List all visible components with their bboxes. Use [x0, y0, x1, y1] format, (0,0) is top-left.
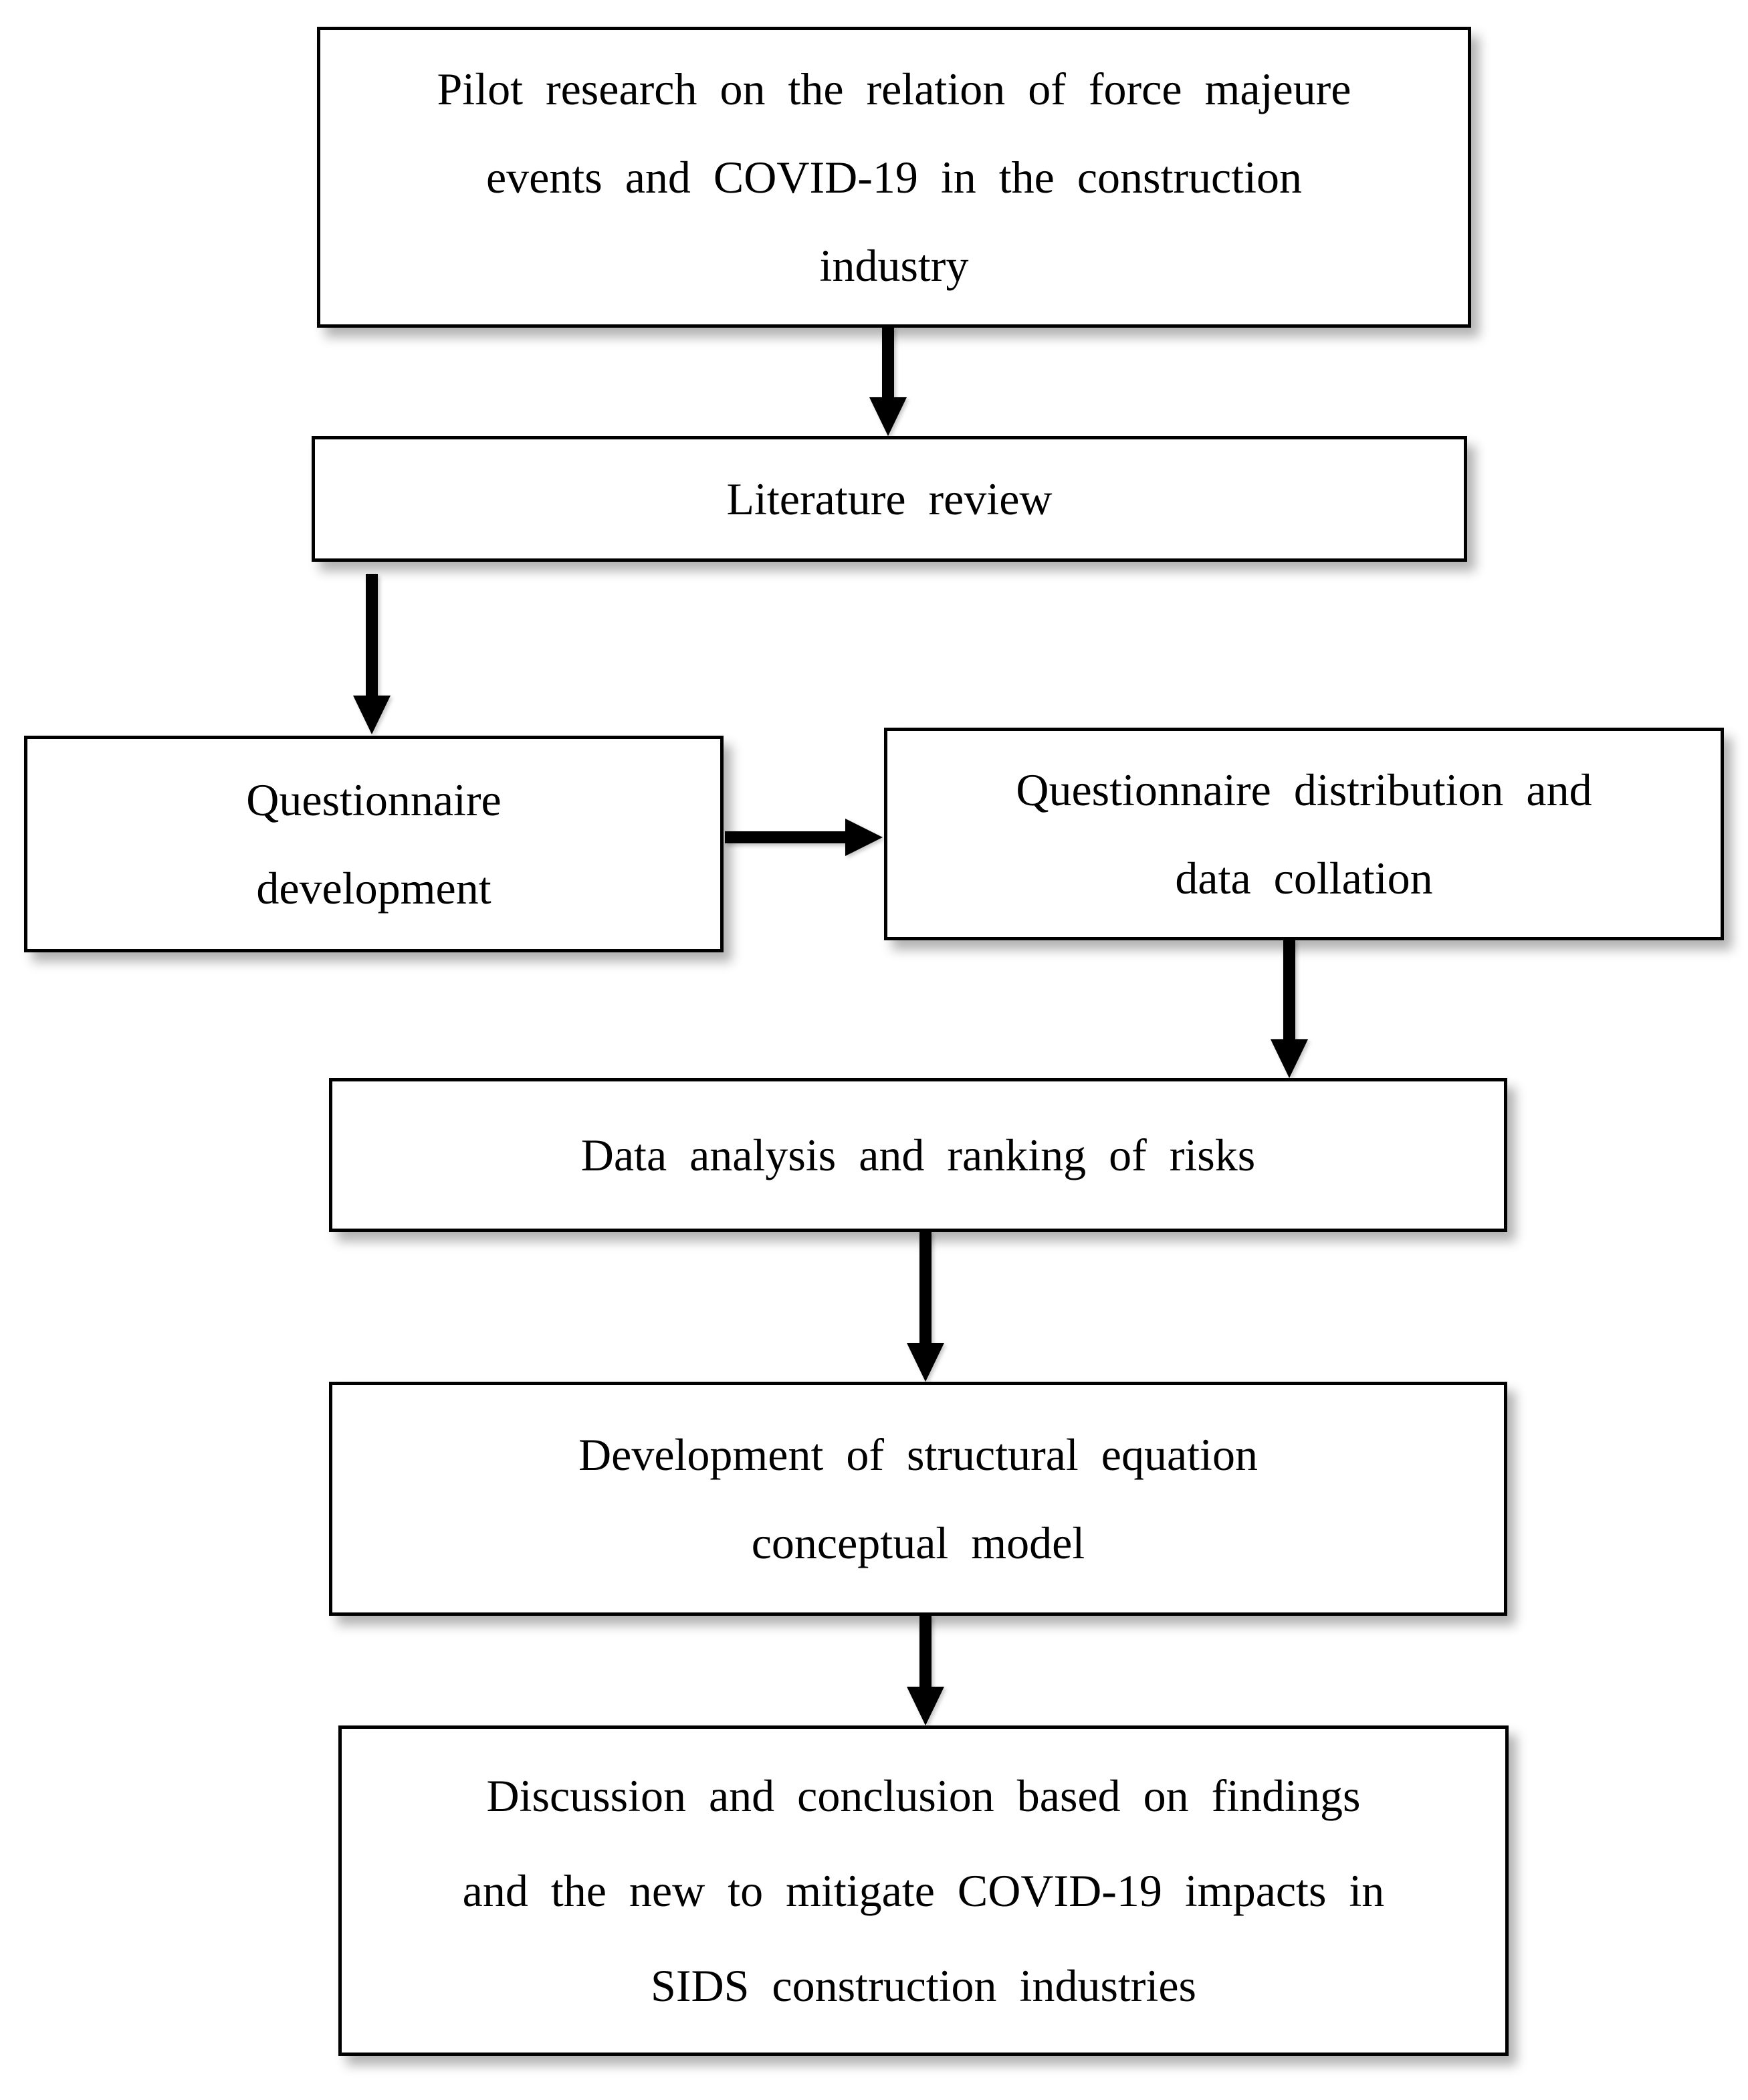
- arrow-shaft: [919, 1231, 932, 1344]
- node-text-line: events and COVID-19 in the construction: [486, 152, 1302, 203]
- arrow-head-right-icon: [845, 819, 883, 856]
- arrow-shaft: [919, 1614, 932, 1688]
- arrow-shaft: [725, 831, 848, 843]
- node-text-line: Literature review: [726, 474, 1053, 524]
- node-text-line: Data analysis and ranking of risks: [580, 1130, 1256, 1180]
- flow-node-literature-review: Literature review: [312, 436, 1467, 562]
- node-text-line: Discussion and conclusion based on findi…: [486, 1770, 1361, 1821]
- arrow-head-down-icon: [869, 397, 907, 436]
- flow-node-questionnaire-distribution: Questionnaire distribution and data coll…: [884, 728, 1724, 940]
- node-text-line: Questionnaire: [246, 774, 502, 825]
- node-text-line: SIDS construction industries: [651, 1960, 1196, 2011]
- node-text-line: Questionnaire distribution and: [1016, 764, 1592, 815]
- flow-node-discussion-conclusion: Discussion and conclusion based on findi…: [338, 1725, 1509, 2056]
- node-text-line: data collation: [1175, 853, 1433, 904]
- arrow-shaft: [882, 326, 894, 399]
- arrow-shaft: [366, 574, 378, 697]
- arrow-head-down-icon: [907, 1687, 944, 1725]
- node-text-line: industry: [819, 240, 969, 291]
- arrow-head-down-icon: [1271, 1039, 1308, 1078]
- arrow-head-down-icon: [353, 696, 391, 734]
- arrow-shaft: [1283, 939, 1295, 1041]
- node-text-line: conceptual model: [751, 1517, 1085, 1568]
- arrow-head-down-icon: [907, 1343, 944, 1382]
- flow-node-questionnaire-development: Questionnaire development: [24, 736, 724, 952]
- node-text-line: Pilot research on the relation of force …: [437, 64, 1351, 114]
- node-text-line: and the new to mitigate COVID-19 impacts…: [462, 1865, 1385, 1916]
- node-text-line: Development of structural equation: [578, 1429, 1258, 1480]
- node-text-line: development: [256, 863, 491, 914]
- flow-node-structural-equation-model: Development of structural equation conce…: [329, 1382, 1507, 1616]
- flow-node-data-analysis: Data analysis and ranking of risks: [329, 1078, 1507, 1232]
- flow-node-pilot-research: Pilot research on the relation of force …: [317, 27, 1471, 328]
